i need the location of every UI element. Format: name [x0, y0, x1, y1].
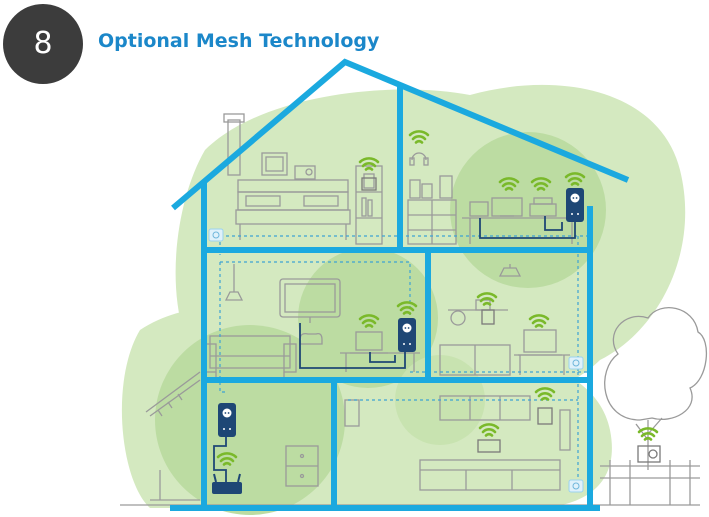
powerline-adapter-icon	[566, 188, 584, 222]
garden-fence	[600, 460, 700, 505]
wall-socket-icon	[208, 228, 224, 242]
dresser	[407, 199, 457, 245]
tv-icon	[279, 278, 341, 323]
powerline-adapter-icon	[218, 403, 236, 437]
house-roof	[171, 58, 630, 211]
game-controller-icon	[299, 332, 323, 345]
sideboard	[439, 344, 511, 376]
porch-roof	[145, 371, 201, 417]
radio-icon	[294, 165, 316, 180]
router-icon	[212, 473, 242, 494]
powerline-wiring	[219, 235, 590, 488]
pendant-lamp	[498, 264, 522, 277]
wall-socket-icon	[568, 356, 584, 370]
bookshelf	[355, 165, 383, 245]
ceiling-lamp	[224, 264, 244, 301]
network-cables	[213, 216, 576, 482]
desktop-computer	[469, 197, 523, 217]
sofa	[203, 335, 297, 378]
cabinet	[285, 445, 319, 487]
desk	[462, 217, 580, 244]
kitchen-counter	[419, 459, 561, 491]
house-frame	[170, 58, 630, 511]
step-number-badge: 8	[3, 4, 83, 84]
connected-devices	[361, 177, 661, 463]
furniture-line-art	[120, 113, 708, 506]
wall-picture	[261, 152, 288, 176]
printer-icon	[529, 197, 557, 217]
section-title: Optional Mesh Technology	[98, 30, 380, 52]
bed	[235, 179, 351, 240]
powerline-adapter-icon	[398, 318, 416, 352]
wall-socket-icon	[568, 479, 584, 493]
radio-icon	[637, 445, 661, 463]
headphones-icon	[409, 152, 429, 166]
